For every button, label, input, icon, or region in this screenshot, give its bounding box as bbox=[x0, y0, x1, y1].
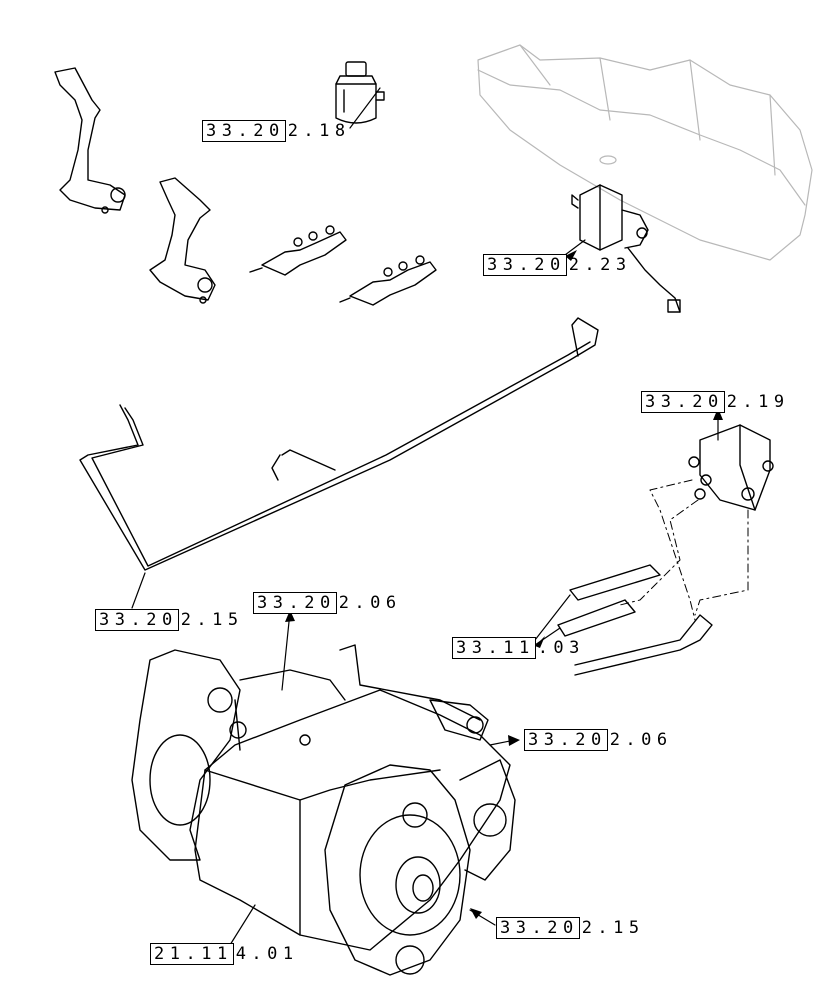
callout-boxed-part: 33.20 bbox=[496, 917, 580, 939]
callout-boxed-part: 33.20 bbox=[253, 592, 337, 614]
callout-suffix: 2.18 bbox=[287, 121, 351, 141]
callout-boxed-part: 21.11 bbox=[150, 943, 234, 965]
callout-boxed-part: 33.20 bbox=[202, 120, 286, 142]
master-cylinder-2 bbox=[339, 255, 437, 306]
transmission-housing bbox=[194, 644, 511, 951]
callout-suffix: 2.23 bbox=[568, 255, 632, 275]
master-cylinder-1 bbox=[249, 225, 347, 276]
callout-suffix: .03 bbox=[537, 638, 585, 658]
callout-suffix: 2.06 bbox=[338, 593, 402, 613]
callout-suffix: 2.19 bbox=[726, 392, 790, 412]
brake-line-upper bbox=[79, 317, 599, 571]
fluid-reservoir bbox=[335, 61, 385, 124]
leader-arrowheads bbox=[285, 250, 723, 919]
callout-boxed-part: 33.20 bbox=[95, 609, 179, 631]
frame-member-faint bbox=[477, 44, 813, 261]
callout-boxed-part: 33.20 bbox=[524, 729, 608, 751]
callout-boxed-part: 33.20 bbox=[483, 254, 567, 276]
callout-label: 33.11.03 bbox=[452, 637, 585, 659]
pedal-center bbox=[149, 177, 216, 304]
hydraulic-hoses bbox=[619, 479, 749, 621]
callout-suffix: 2.06 bbox=[609, 730, 673, 750]
pedal-left bbox=[54, 67, 126, 214]
leader-lines bbox=[131, 87, 719, 946]
callout-suffix: 2.15 bbox=[581, 918, 645, 938]
brake-assembly-right bbox=[324, 699, 516, 976]
hose-fittings bbox=[557, 564, 713, 676]
callout-suffix: 2.15 bbox=[180, 610, 244, 630]
solenoid-valve-upper bbox=[571, 184, 681, 313]
valve-block-right bbox=[688, 424, 774, 511]
callout-boxed-part: 33.11 bbox=[452, 637, 536, 659]
brake-assembly-left bbox=[131, 649, 346, 861]
callout-suffix: 4.01 bbox=[235, 944, 299, 964]
callout-boxed-part: 33.20 bbox=[641, 391, 725, 413]
